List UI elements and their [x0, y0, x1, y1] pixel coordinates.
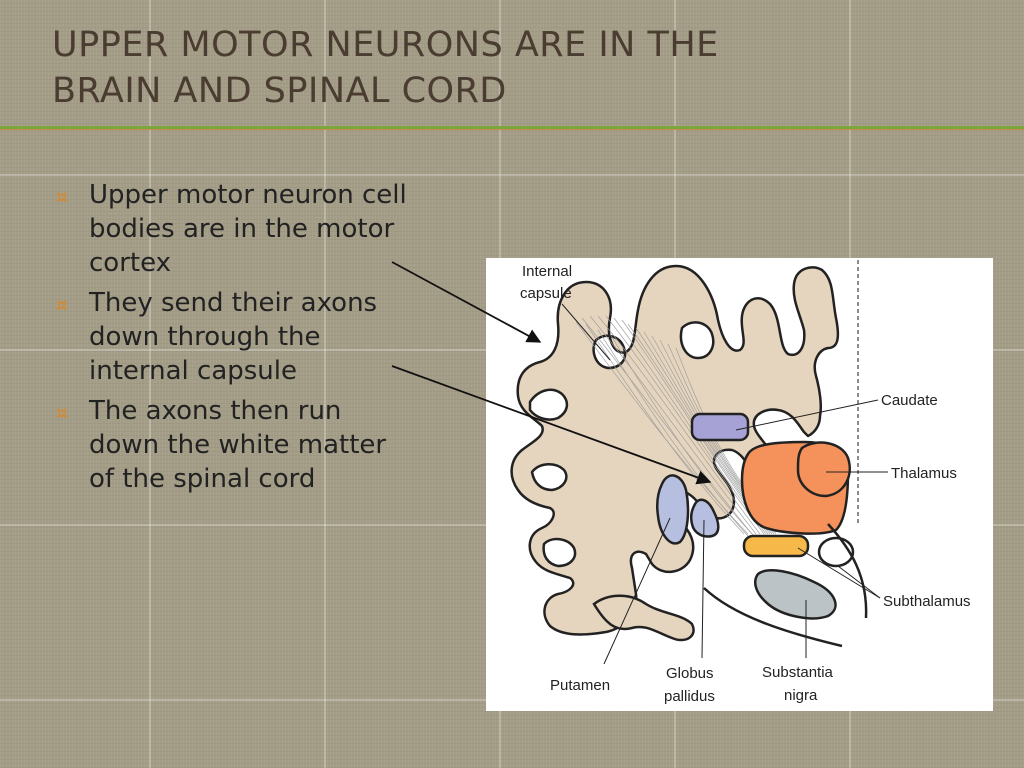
label-substantia-nigra: Substantia [762, 664, 834, 681]
slide-title-line-2: BRAIN AND SPINAL CORD [52, 71, 507, 111]
title-underline-green [0, 126, 1024, 129]
substantia-nigra-shape [754, 569, 837, 620]
slide-title-line-1: UPPER MOTOR NEURONS ARE IN THE [52, 25, 719, 65]
label-globus-pallidus: pallidus [664, 688, 715, 705]
label-internal-capsule: Internal [522, 263, 572, 280]
bullet-list: ¤ Upper motor neuron cell bodies are in … [56, 178, 416, 502]
bullet-text: They send their axons down through the i… [89, 288, 378, 386]
label-putamen: Putamen [550, 677, 610, 694]
label-leader-lines [561, 303, 888, 665]
label-substantia-nigra: nigra [784, 687, 818, 704]
title-underline-orange [0, 129, 1024, 130]
temporal-lobe [592, 594, 695, 642]
brain-diagram: Internal capsule Caudate Thalamus Subtha… [486, 258, 993, 711]
globus-pallidus-shape [689, 498, 720, 538]
bullet-icon: ¤ [56, 187, 68, 208]
label-internal-capsule: capsule [520, 285, 572, 302]
putamen-shape [655, 474, 690, 545]
brainstem-outline [703, 587, 843, 648]
label-globus-pallidus: Globus [666, 665, 714, 682]
slide-title: UPPER MOTOR NEURONS ARE IN THE BRAIN AND… [52, 22, 992, 114]
bullet-icon: ¤ [56, 295, 68, 316]
bullet-item: ¤ The axons then run down the white matt… [56, 394, 416, 496]
subthalamus-nucleus [742, 534, 810, 558]
label-subthalamus: Subthalamus [883, 593, 971, 610]
bullet-icon: ¤ [56, 403, 68, 424]
caudate-nucleus [690, 412, 750, 442]
bullet-text: The axons then run down the white matter… [89, 396, 387, 494]
small-nucleus [817, 536, 855, 568]
brainstem-outline [827, 523, 868, 619]
label-caudate: Caudate [881, 392, 938, 409]
bullet-item: ¤ Upper motor neuron cell bodies are in … [56, 178, 416, 280]
label-thalamus: Thalamus [891, 465, 957, 482]
bullet-item: ¤ They send their axons down through the… [56, 286, 416, 388]
thalamus-nucleus [796, 441, 851, 498]
bullet-text: Upper motor neuron cell bodies are in th… [89, 180, 407, 278]
